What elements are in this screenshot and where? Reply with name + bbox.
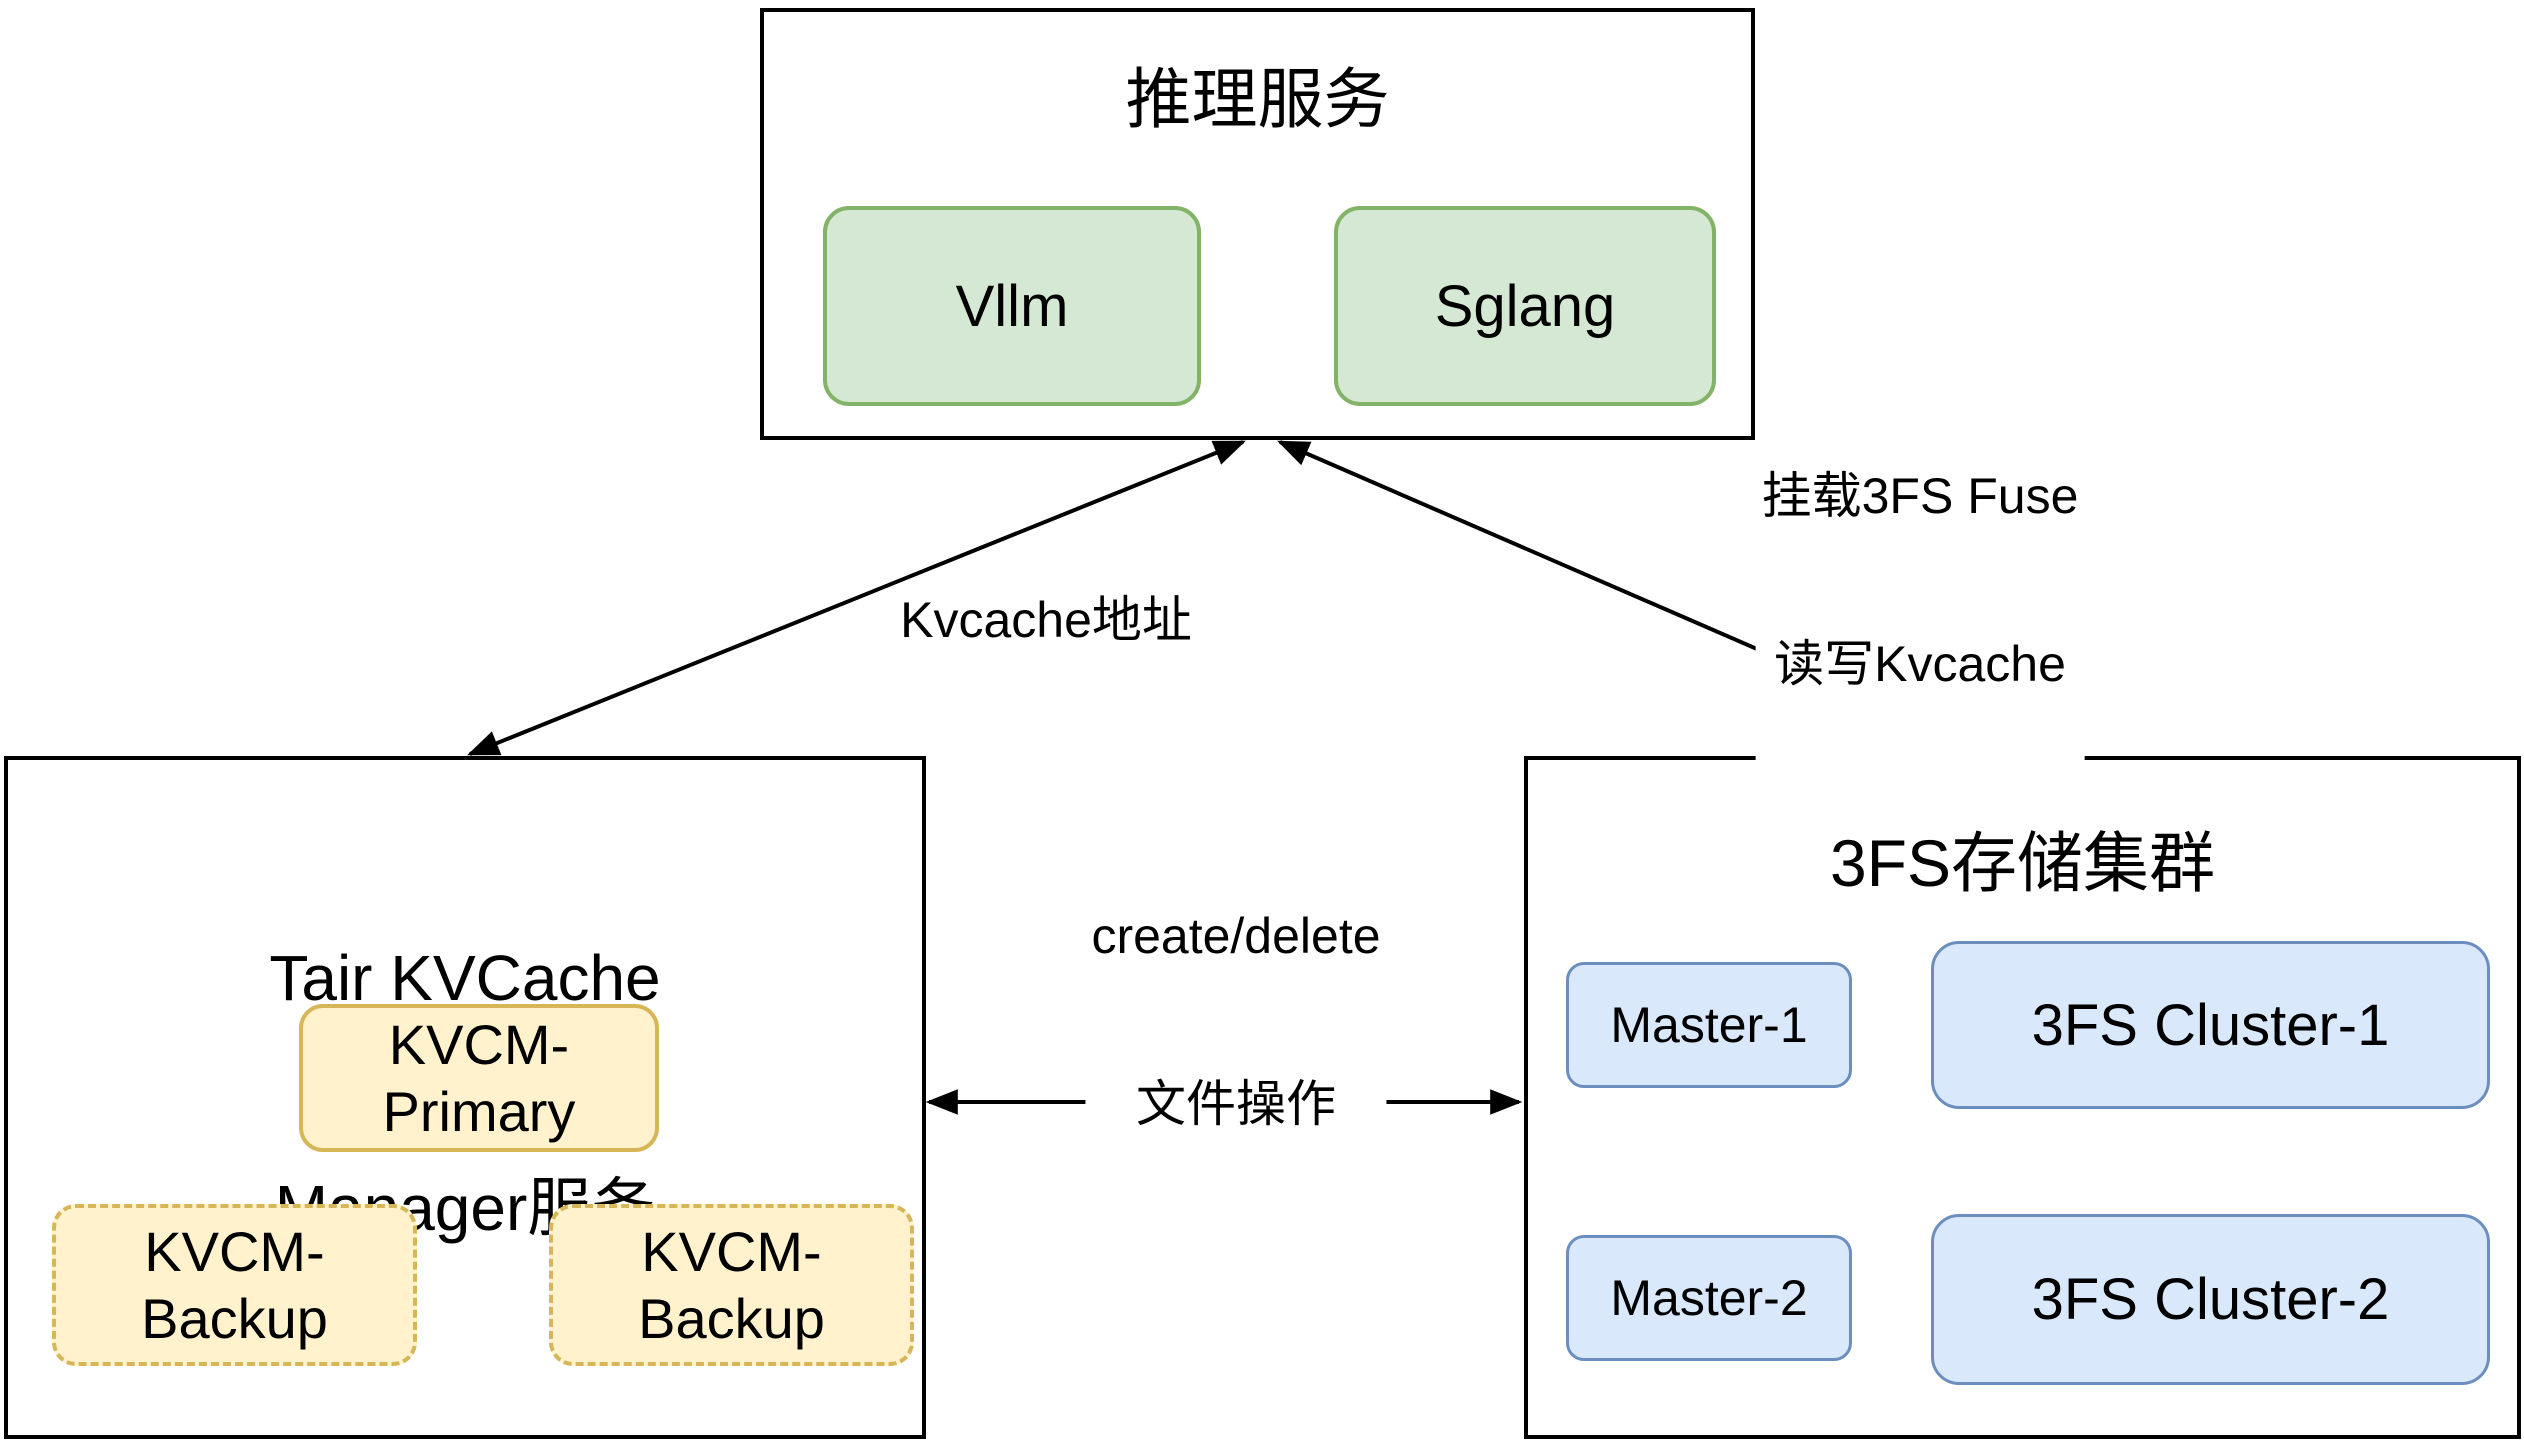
edge-label-file-ops-line1: create/delete — [1091, 908, 1381, 964]
edge-label-file-ops: create/delete 文件操作 — [1085, 796, 1387, 1244]
kvcm-backup-left-label-line1: KVCM- — [144, 1219, 325, 1283]
edge-label-file-ops-line2: 文件操作 — [1136, 1076, 1336, 1132]
cluster1-label: 3FS Cluster-1 — [2031, 992, 2390, 1058]
master1-label: Master-1 — [1610, 997, 1808, 1053]
kvcm-service-title-line1: Tair KVCache — [269, 941, 661, 1014]
inference-service-title: 推理服务 — [1125, 62, 1390, 136]
edge-label-kvcache-address: Kvcache地址 — [894, 592, 1198, 648]
edge-label-fuse-mount-line2: 读写Kvcache — [1774, 636, 2066, 692]
kvcm-backup-right-label-line1: KVCM- — [641, 1219, 822, 1283]
kvcm-backup-right-node: KVCM- Backup — [549, 1204, 914, 1366]
vllm-label: Vllm — [955, 273, 1069, 339]
cluster2-node: 3FS Cluster-2 — [1931, 1214, 2490, 1385]
cluster1-node: 3FS Cluster-1 — [1931, 941, 2490, 1109]
cluster2-label: 3FS Cluster-2 — [2031, 1267, 2390, 1332]
sglang-node: Sglang — [1334, 206, 1716, 406]
kvcm-backup-right-label-line2: Backup — [638, 1287, 825, 1350]
kvcm-primary-node: KVCM- Primary — [299, 1004, 659, 1152]
master2-node: Master-2 — [1566, 1235, 1852, 1361]
inference-service-group: 推理服务 Vllm Sglang — [760, 8, 1755, 440]
kvcm-primary-label-line2: Primary — [382, 1080, 576, 1143]
kvcm-primary-label-line1: KVCM- — [388, 1012, 570, 1076]
master1-node: Master-1 — [1566, 962, 1852, 1088]
kvcm-service-group: Tair KVCache Manager服务 KVCM- Primary KVC… — [4, 756, 926, 1439]
fs-cluster-group: 3FS存储集群 Master-1 3FS Cluster-1 Master-2 … — [1524, 756, 2521, 1439]
fs-cluster-title: 3FS存储集群 — [1829, 826, 2216, 900]
vllm-node: Vllm — [823, 206, 1201, 406]
sglang-label: Sglang — [1434, 273, 1616, 339]
kvcm-backup-left-label-line2: Backup — [141, 1287, 328, 1350]
master2-label: Master-2 — [1610, 1270, 1808, 1326]
edge-label-fuse-mount-line1: 挂载3FS Fuse — [1761, 468, 2079, 524]
edge-label-fuse-mount: 挂载3FS Fuse 读写Kvcache — [1755, 356, 2085, 804]
kvcm-backup-left-node: KVCM- Backup — [52, 1204, 417, 1366]
